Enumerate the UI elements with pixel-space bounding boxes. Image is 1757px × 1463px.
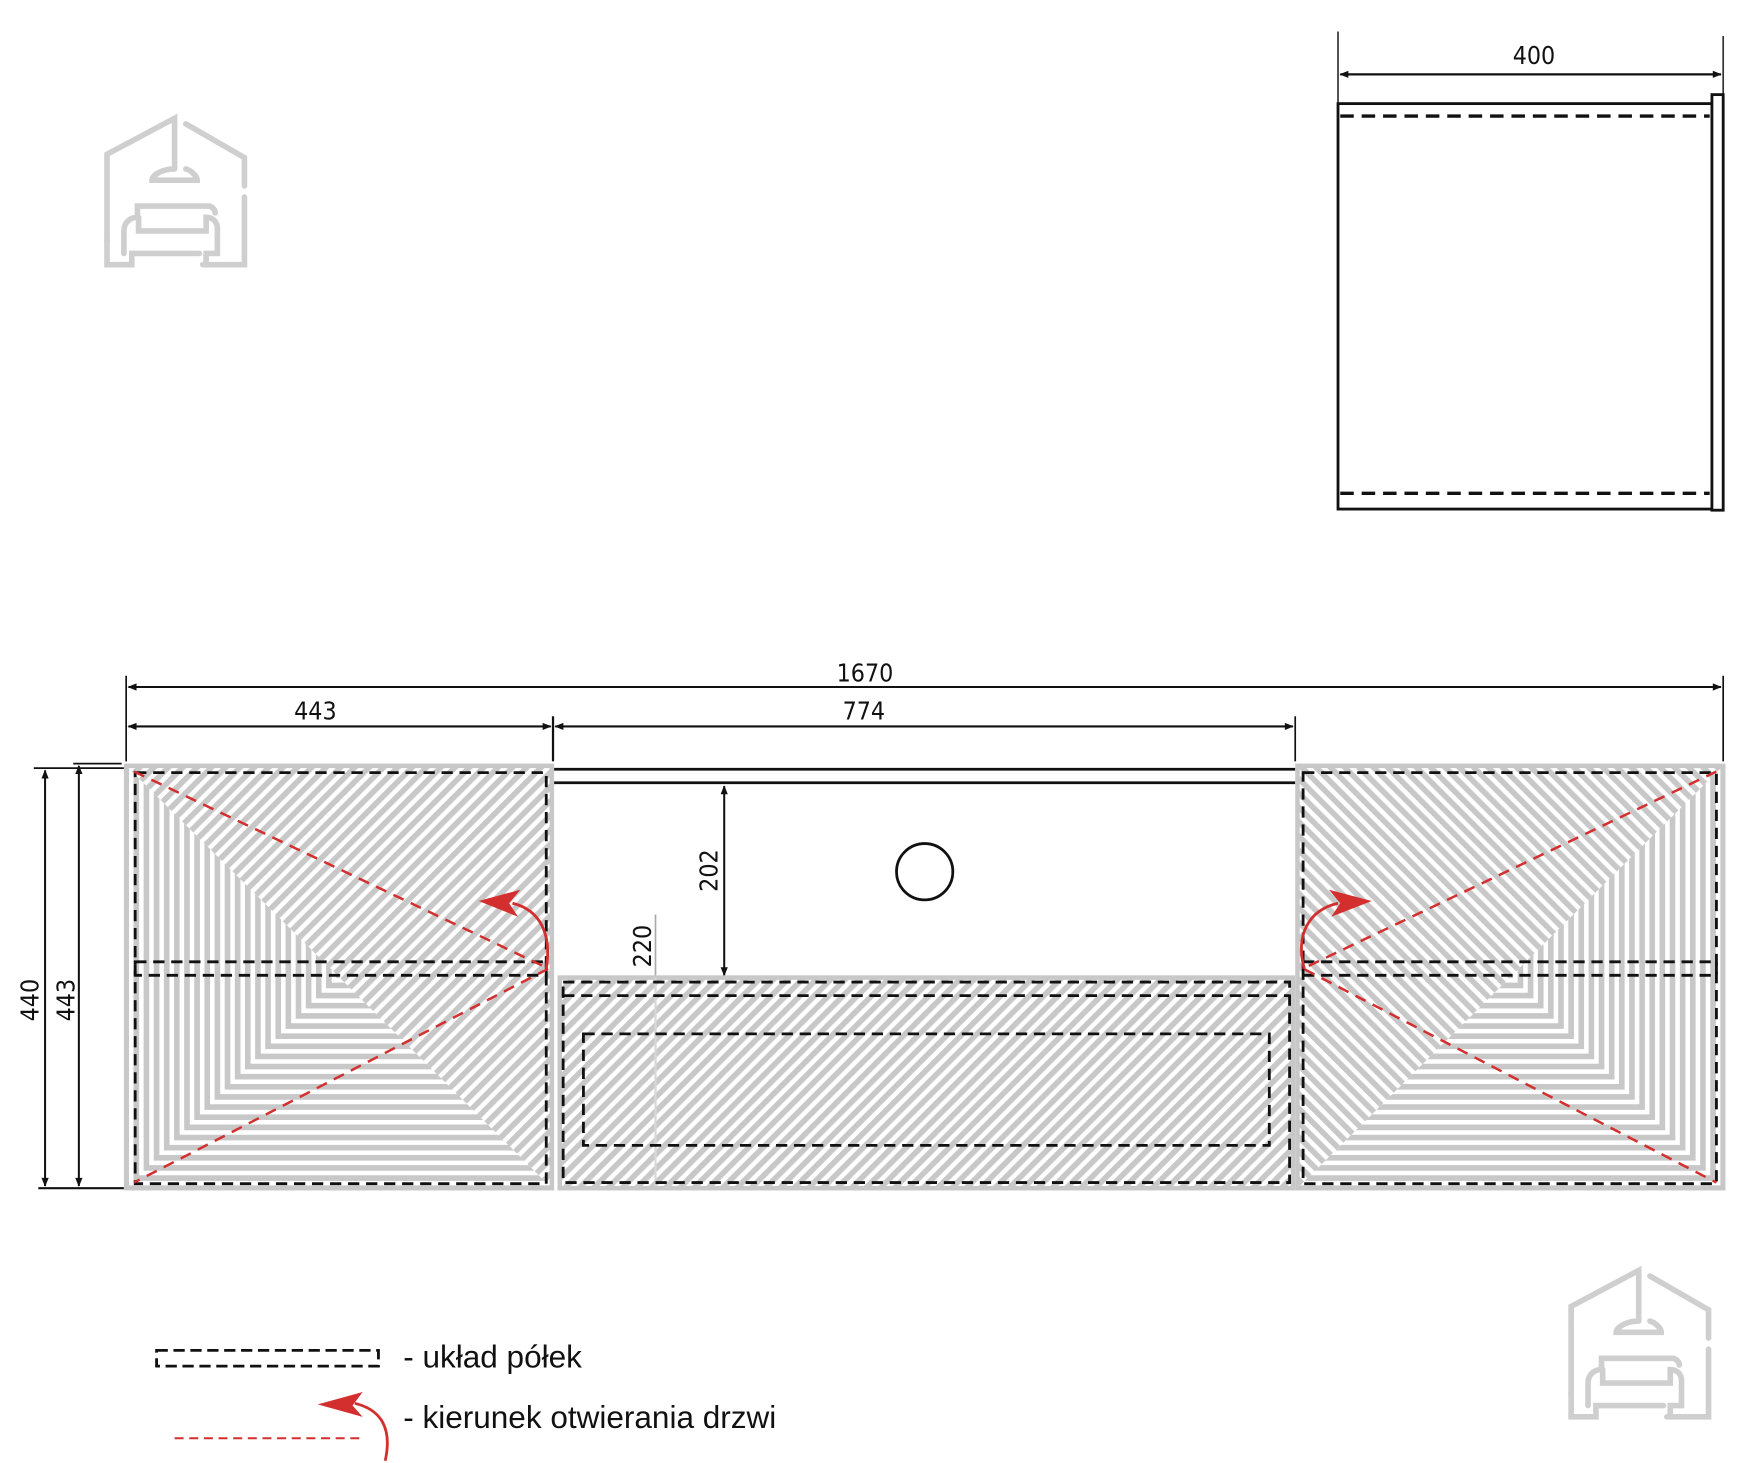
dimension-open-shelf: 202 <box>694 849 723 892</box>
legend-shelf-label: - układ półek <box>403 1338 582 1374</box>
fluting-stripe <box>1297 765 1696 1161</box>
fluting-stripe <box>1297 765 1716 1181</box>
dimension-left-width: 443 <box>294 697 337 726</box>
door-panel-side <box>1710 93 1725 512</box>
left-cabinet-door <box>123 752 577 1191</box>
fluting-stripe <box>1297 765 1645 1110</box>
fluting-stripe <box>1273 752 1288 766</box>
fluting-stripe <box>174 765 552 1141</box>
dimension-height-443: 443 <box>51 979 80 1022</box>
legend-door-label: - kierunek otwierania drzwi <box>403 1399 776 1435</box>
fluting-stripe <box>204 765 552 1110</box>
dimension-drawer-height: 220 <box>628 925 657 968</box>
fluting-stripe <box>184 765 552 1131</box>
height-dimensions: 440 443 <box>15 762 124 1190</box>
legend: - układ półek - kierunek otwierania drzw… <box>155 1338 776 1462</box>
drawer-front <box>557 975 1296 1191</box>
fluting-stripe <box>562 752 577 766</box>
dimension-height-440: 440 <box>15 979 44 1022</box>
fluting-stripe <box>1297 765 1635 1100</box>
fluting-stripe <box>1297 765 1686 1151</box>
fluting-stripe <box>143 765 552 1171</box>
fluting-stripe <box>194 765 552 1121</box>
fluting-stripe <box>163 765 552 1151</box>
right-cabinet-door <box>1273 752 1726 1191</box>
fluting-stripe <box>153 765 552 1161</box>
middle-section: 202 220 <box>554 767 1296 1191</box>
side-view: 400 <box>1336 31 1725 512</box>
dimension-depth-label: 400 <box>1513 41 1556 70</box>
cable-hole <box>895 842 955 902</box>
door-open-arrow-right <box>1300 901 1339 969</box>
door-open-arrow-left <box>512 901 550 969</box>
fluting-stripe <box>1297 765 1676 1141</box>
fluting-stripe <box>1273 762 1298 765</box>
fluting-stripe <box>214 765 552 1100</box>
legend-shelf-swatch <box>155 1348 380 1368</box>
logo-house-sofa <box>104 113 248 268</box>
fluting-stripe <box>1297 765 1666 1131</box>
dimension-total-width: 1670 <box>837 658 894 687</box>
dimension-middle-width: 774 <box>843 697 886 726</box>
width-dimensions: 1670 443 774 <box>125 658 1725 762</box>
fluting-stripe <box>1297 765 1706 1171</box>
fluting-stripe <box>552 762 577 765</box>
fluting-stripe <box>1297 765 1656 1121</box>
logo-house-sofa <box>1568 1265 1712 1420</box>
